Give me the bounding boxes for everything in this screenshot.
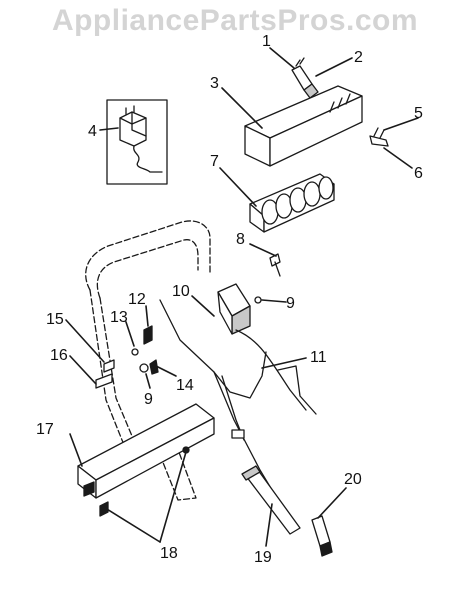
callout-9: 9	[286, 295, 295, 312]
part-crossbar	[77, 403, 215, 499]
part-switch-box	[217, 283, 251, 335]
part-battery-cover	[244, 85, 363, 167]
callout-10: 10	[172, 283, 190, 300]
part-plug	[311, 515, 333, 557]
part-bulb	[291, 57, 319, 99]
callout-9b: 9	[144, 391, 153, 408]
callout-14: 14	[176, 377, 194, 394]
callout-20: 20	[344, 471, 362, 488]
callout-5: 5	[414, 105, 423, 122]
part-connector	[369, 127, 389, 147]
callout-15: 15	[46, 311, 64, 328]
callout-7: 7	[210, 153, 219, 170]
callout-11: 11	[310, 349, 327, 366]
callout-13: 13	[110, 309, 128, 326]
callout-17: 17	[36, 421, 54, 438]
callout-4: 4	[88, 123, 97, 140]
callout-3: 3	[210, 75, 219, 92]
callout-2: 2	[354, 49, 363, 66]
callout-16: 16	[50, 347, 68, 364]
part-battery-pack	[249, 173, 335, 233]
callout-8: 8	[236, 231, 245, 248]
part-charger	[106, 99, 168, 185]
callout-19: 19	[254, 549, 272, 566]
callout-1: 1	[262, 33, 271, 50]
callout-labels: 1 2 3 4 5 6 7 8 9 10 11 12 13 14 15 16 1…	[36, 33, 423, 566]
watermark: AppliancePartsPros.com	[51, 4, 419, 37]
part-long-bolt	[241, 465, 301, 535]
callout-6: 6	[414, 165, 423, 182]
callout-18: 18	[160, 545, 178, 562]
callout-12: 12	[128, 291, 146, 308]
leader-lines	[65, 47, 419, 547]
